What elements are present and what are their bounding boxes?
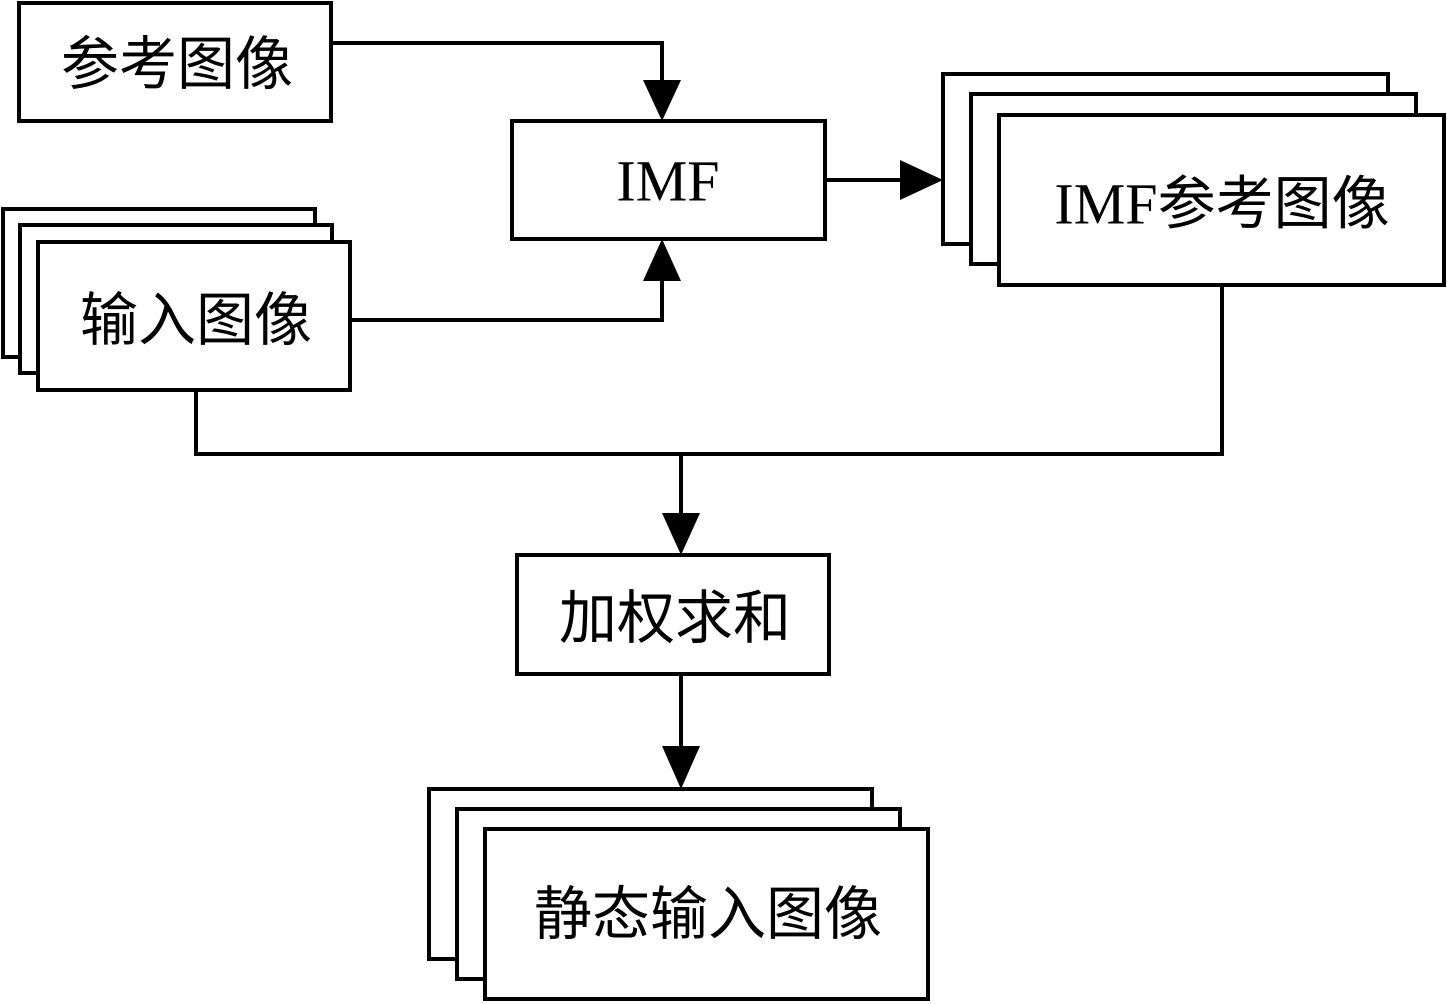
arrowhead-icon	[662, 746, 700, 789]
node-imf: IMF	[510, 119, 827, 241]
edge-weighted-sum-to-static	[662, 674, 700, 789]
node-reference-image: 参考图像	[17, 1, 333, 123]
arrowhead-icon	[643, 239, 681, 281]
stack-layer-front	[36, 240, 352, 392]
edge-input-to-imf	[350, 239, 681, 322]
node-static-input-image: 静态输入图像	[427, 787, 930, 1001]
node-imf-reference-images-label: IMF参考图像	[1054, 172, 1389, 237]
edge-imf-to-imf-reference	[825, 160, 943, 200]
node-imf-reference-images: IMF参考图像	[941, 72, 1446, 287]
arrowhead-icon	[900, 160, 943, 200]
edge-reference-to-imf	[331, 41, 681, 121]
stack-layer-front	[483, 827, 930, 1001]
arrowhead-icon	[643, 80, 681, 121]
node-input-image-label: 输入图像	[80, 286, 312, 354]
node-weighted-sum-label: 加权求和	[559, 584, 791, 652]
node-weighted-sum: 加权求和	[515, 553, 831, 676]
edge-merge-to-weighted-sum	[194, 285, 1224, 555]
node-imf-label: IMF	[616, 149, 719, 214]
node-static-input-image-label: 静态输入图像	[534, 880, 882, 948]
node-reference-image-label: 参考图像	[61, 30, 293, 98]
arrowhead-icon	[662, 513, 700, 555]
node-input-image: 输入图像	[1, 207, 352, 392]
